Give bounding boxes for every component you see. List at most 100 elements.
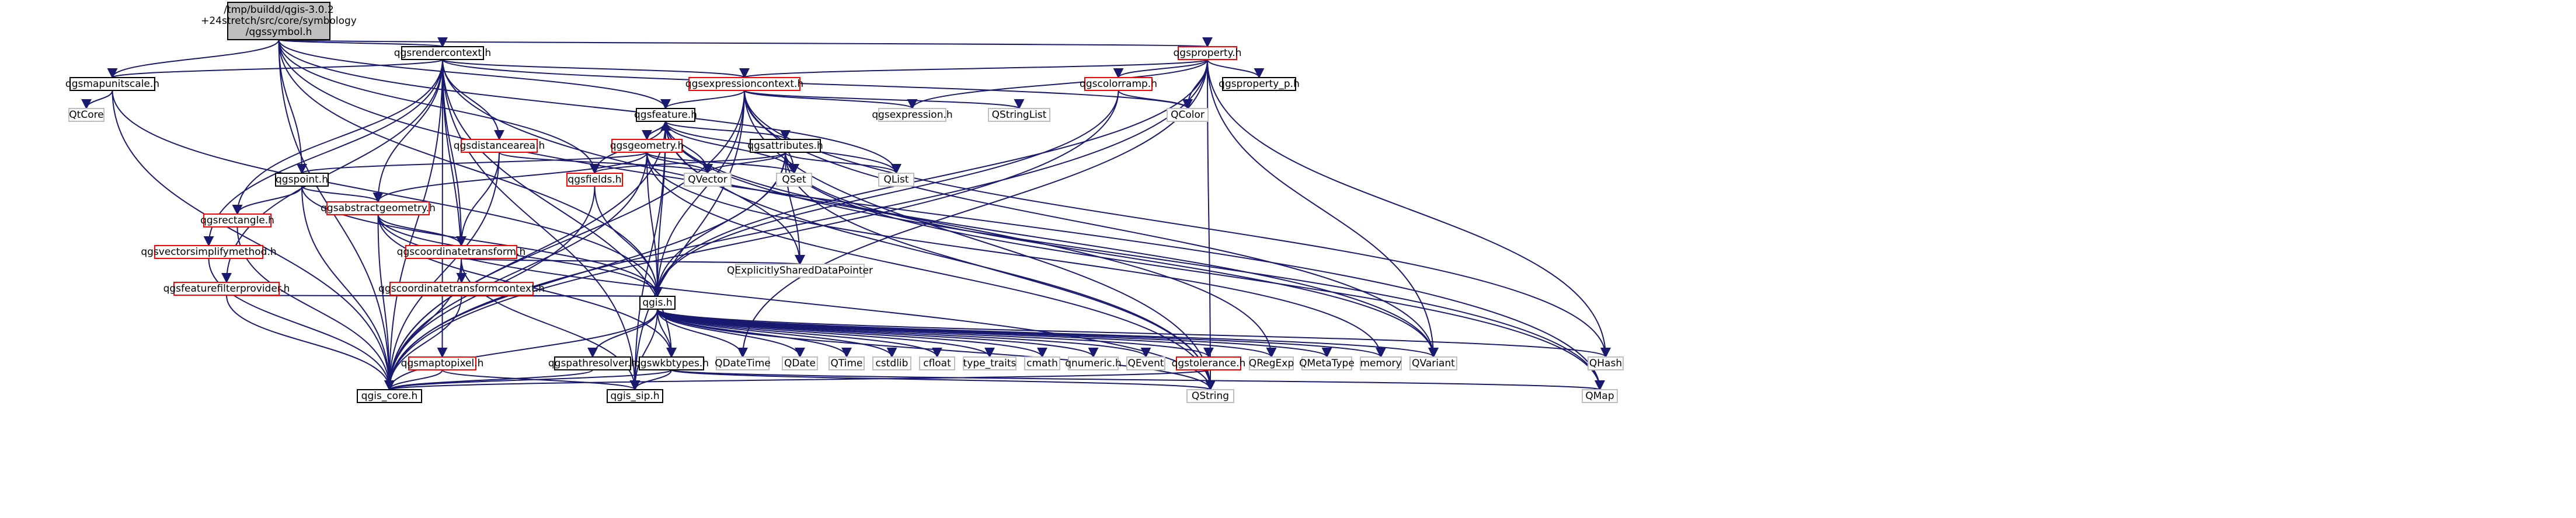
node-box-qregexp [1249,356,1294,370]
node-label-qgis_core: qgis_core.h [361,390,418,402]
node-label-qmetatype: QMetaType [1299,358,1355,369]
edge-qgsgeometry-to-memory [646,152,1386,358]
node-label-root: +24stretch/src/core/symbology [201,15,357,27]
edge-qgsgeometry-to-qgsfeature [646,120,671,140]
node-qgsfeature[interactable]: qgsfeature.h [634,108,697,122]
edge-root-to-qgsrendercontext [278,37,448,48]
node-box-qdate [782,356,818,370]
node-label-qgscoordinatetransformcontext: qgscoordinatetransformcontext.h [378,283,545,295]
edge-qgsmapunitscale-to-qgis [112,90,663,298]
node-box-qgswkbtypes [639,356,704,370]
node-qgspoint[interactable]: qgspoint.h [275,173,329,187]
node-qgsfields[interactable]: qgsfields.h [566,173,623,187]
edge-qgis-to-qmetatype [657,309,1332,358]
edge-qgswkbtypes-to-qmap [671,369,1604,391]
node-qgsgeometry[interactable]: qgsgeometry.h [610,139,684,153]
edge-qgspoint-to-qgis [301,186,663,298]
node-qgsmapunitscale[interactable]: qgsmapunitscale.h [65,77,159,91]
node-box-qexplicitlyshareddatapointer [735,264,865,278]
node-qgsmaptopixel[interactable]: qgsmaptopixel.h [401,356,484,370]
edge-qgis-to-qgis_core [384,309,658,391]
node-qgsrectangle[interactable]: qgsrectangle.h [200,214,274,228]
node-box-qgsproperty [1178,46,1237,60]
node-box-qgsexpression [878,108,946,122]
edge-qgscolorramp-to-qgis [652,90,1119,298]
edge-qgsproperty-to-qvariant [1207,59,1439,358]
edge-qgis-to-qdate [657,309,805,358]
edge-qgsexpressioncontext-to-qstringlist [744,90,1025,110]
node-box-qgsfeature [636,108,695,122]
node-label-qtime: QTime [831,358,863,369]
node-box-qtime [829,356,865,370]
edge-qgsrendercontext-to-qgsabstractgeometry [373,59,443,203]
node-label-qdate: QDate [784,358,816,369]
edge-qgscoordinatetransformcontext-to-qgis_core [384,295,462,391]
edge-qgis-to-qhash [657,309,1611,358]
node-cstdlib: cstdlib [872,356,911,370]
node-qgscoordinatetransform[interactable]: qgscoordinatetransform.h [397,245,526,259]
edge-qgis-to-memory [657,309,1386,358]
node-box-type_traits [963,356,1017,370]
edge-qgsgeometry-to-qstring [646,152,1216,391]
node-qgsdistancearea[interactable]: qgsdistancearea.h [454,139,545,153]
node-qgsfeaturefilterprovider[interactable]: qgsfeaturefilterprovider.h [163,282,290,296]
node-qgis[interactable]: qgis.h [639,296,676,310]
node-label-qgscolorramp: qgscolorramp.h [1080,78,1157,90]
node-qgsrendercontext[interactable]: qgsrendercontext.h [394,46,491,60]
node-qmap: QMap [1582,389,1618,403]
node-qgscolorramp[interactable]: qgscolorramp.h [1080,77,1157,91]
node-qgspathresolver[interactable]: qgspathresolver.h [548,356,637,370]
node-label-cfloat: cfloat [923,358,951,369]
node-root[interactable]: /tmp/buildd/qgis-3.0.2+24stretch/src/cor… [201,2,357,40]
node-qgis_sip[interactable]: qgis_sip.h [607,389,663,403]
node-box-qgsfields [566,173,623,187]
node-qgis_core[interactable]: qgis_core.h [357,389,422,403]
node-box-qcolor [1167,108,1209,122]
edge-qgsattributes-to-qvector [702,152,786,174]
node-label-qhash: QHash [1589,358,1622,369]
node-qgsvectorsimplifymethod[interactable]: qgsvectorsimplifymethod.h [141,245,277,259]
edge-qgsmapunitscale-to-qgis_core [112,90,395,391]
node-box-qmap [1582,389,1618,403]
node-label-qgis: qgis.h [642,297,672,309]
node-label-qregexp: QRegExp [1249,358,1294,369]
node-qgscoordinatetransformcontext[interactable]: qgscoordinatetransformcontext.h [378,282,545,296]
node-qgsproperty[interactable]: qgsproperty.h [1174,46,1242,60]
node-qgstolerance[interactable]: qgstolerance.h [1172,356,1246,370]
node-label-qgis_sip: qgis_sip.h [610,390,659,402]
node-qtime: QTime [829,356,865,370]
node-label-qgsvectorsimplifymethod: qgsvectorsimplifymethod.h [141,246,276,258]
edge-qgsproperty-to-qgsexpressioncontext [739,59,1208,79]
node-label-root: /tmp/buildd/qgis-3.0.2 [224,4,333,16]
node-box-qgspoint [275,173,329,187]
node-type_traits: type_traits [963,356,1017,370]
edge-qgsabstractgeometry-to-qgis_core [377,214,395,391]
node-label-qgsmapunitscale: qgsmapunitscale.h [65,78,159,90]
edge-qgsproperty-to-qgscolorramp [1113,59,1208,79]
node-box-qgsattributes [750,139,821,153]
edge-qgsfeature-to-qgis_sip [629,121,666,391]
node-label-qgscoordinatetransform: qgscoordinatetransform.h [397,246,526,258]
node-box-qdatetime [716,356,770,370]
node-qgswkbtypes[interactable]: qgswkbtypes.h [634,356,709,370]
node-qgsattributes[interactable]: qgsattributes.h [747,139,823,153]
node-qgsproperty_p[interactable]: qgsproperty_p.h [1219,77,1300,91]
node-qgsexpressioncontext[interactable]: qgsexpressioncontext.h [685,77,803,91]
node-box-root [227,2,330,40]
edge-qgsabstractgeometry-to-qgis [377,214,663,298]
node-label-qvector: QVector [688,174,727,186]
node-label-qgsfeature: qgsfeature.h [634,109,697,121]
node-label-root: /qgssymbol.h [246,26,312,38]
node-label-qvariant: QVariant [1412,358,1455,369]
node-label-qgsproperty_p: qgsproperty_p.h [1219,78,1300,90]
node-label-qtcore: QtCore [69,109,103,121]
node-label-qgspoint: qgspoint.h [276,174,328,186]
node-qgsabstractgeometry[interactable]: qgsabstractgeometry.h [321,201,436,215]
edge-qgsrendercontext-to-qgsvectorsimplifymethod [203,59,443,247]
node-box-qgsdistancearea [461,139,538,153]
node-box-qhash [1588,356,1624,370]
node-box-qgsmapunitscale [69,77,155,91]
node-label-qgswkbtypes: qgswkbtypes.h [634,358,709,369]
edge-root-to-qgsproperty [278,36,1210,48]
